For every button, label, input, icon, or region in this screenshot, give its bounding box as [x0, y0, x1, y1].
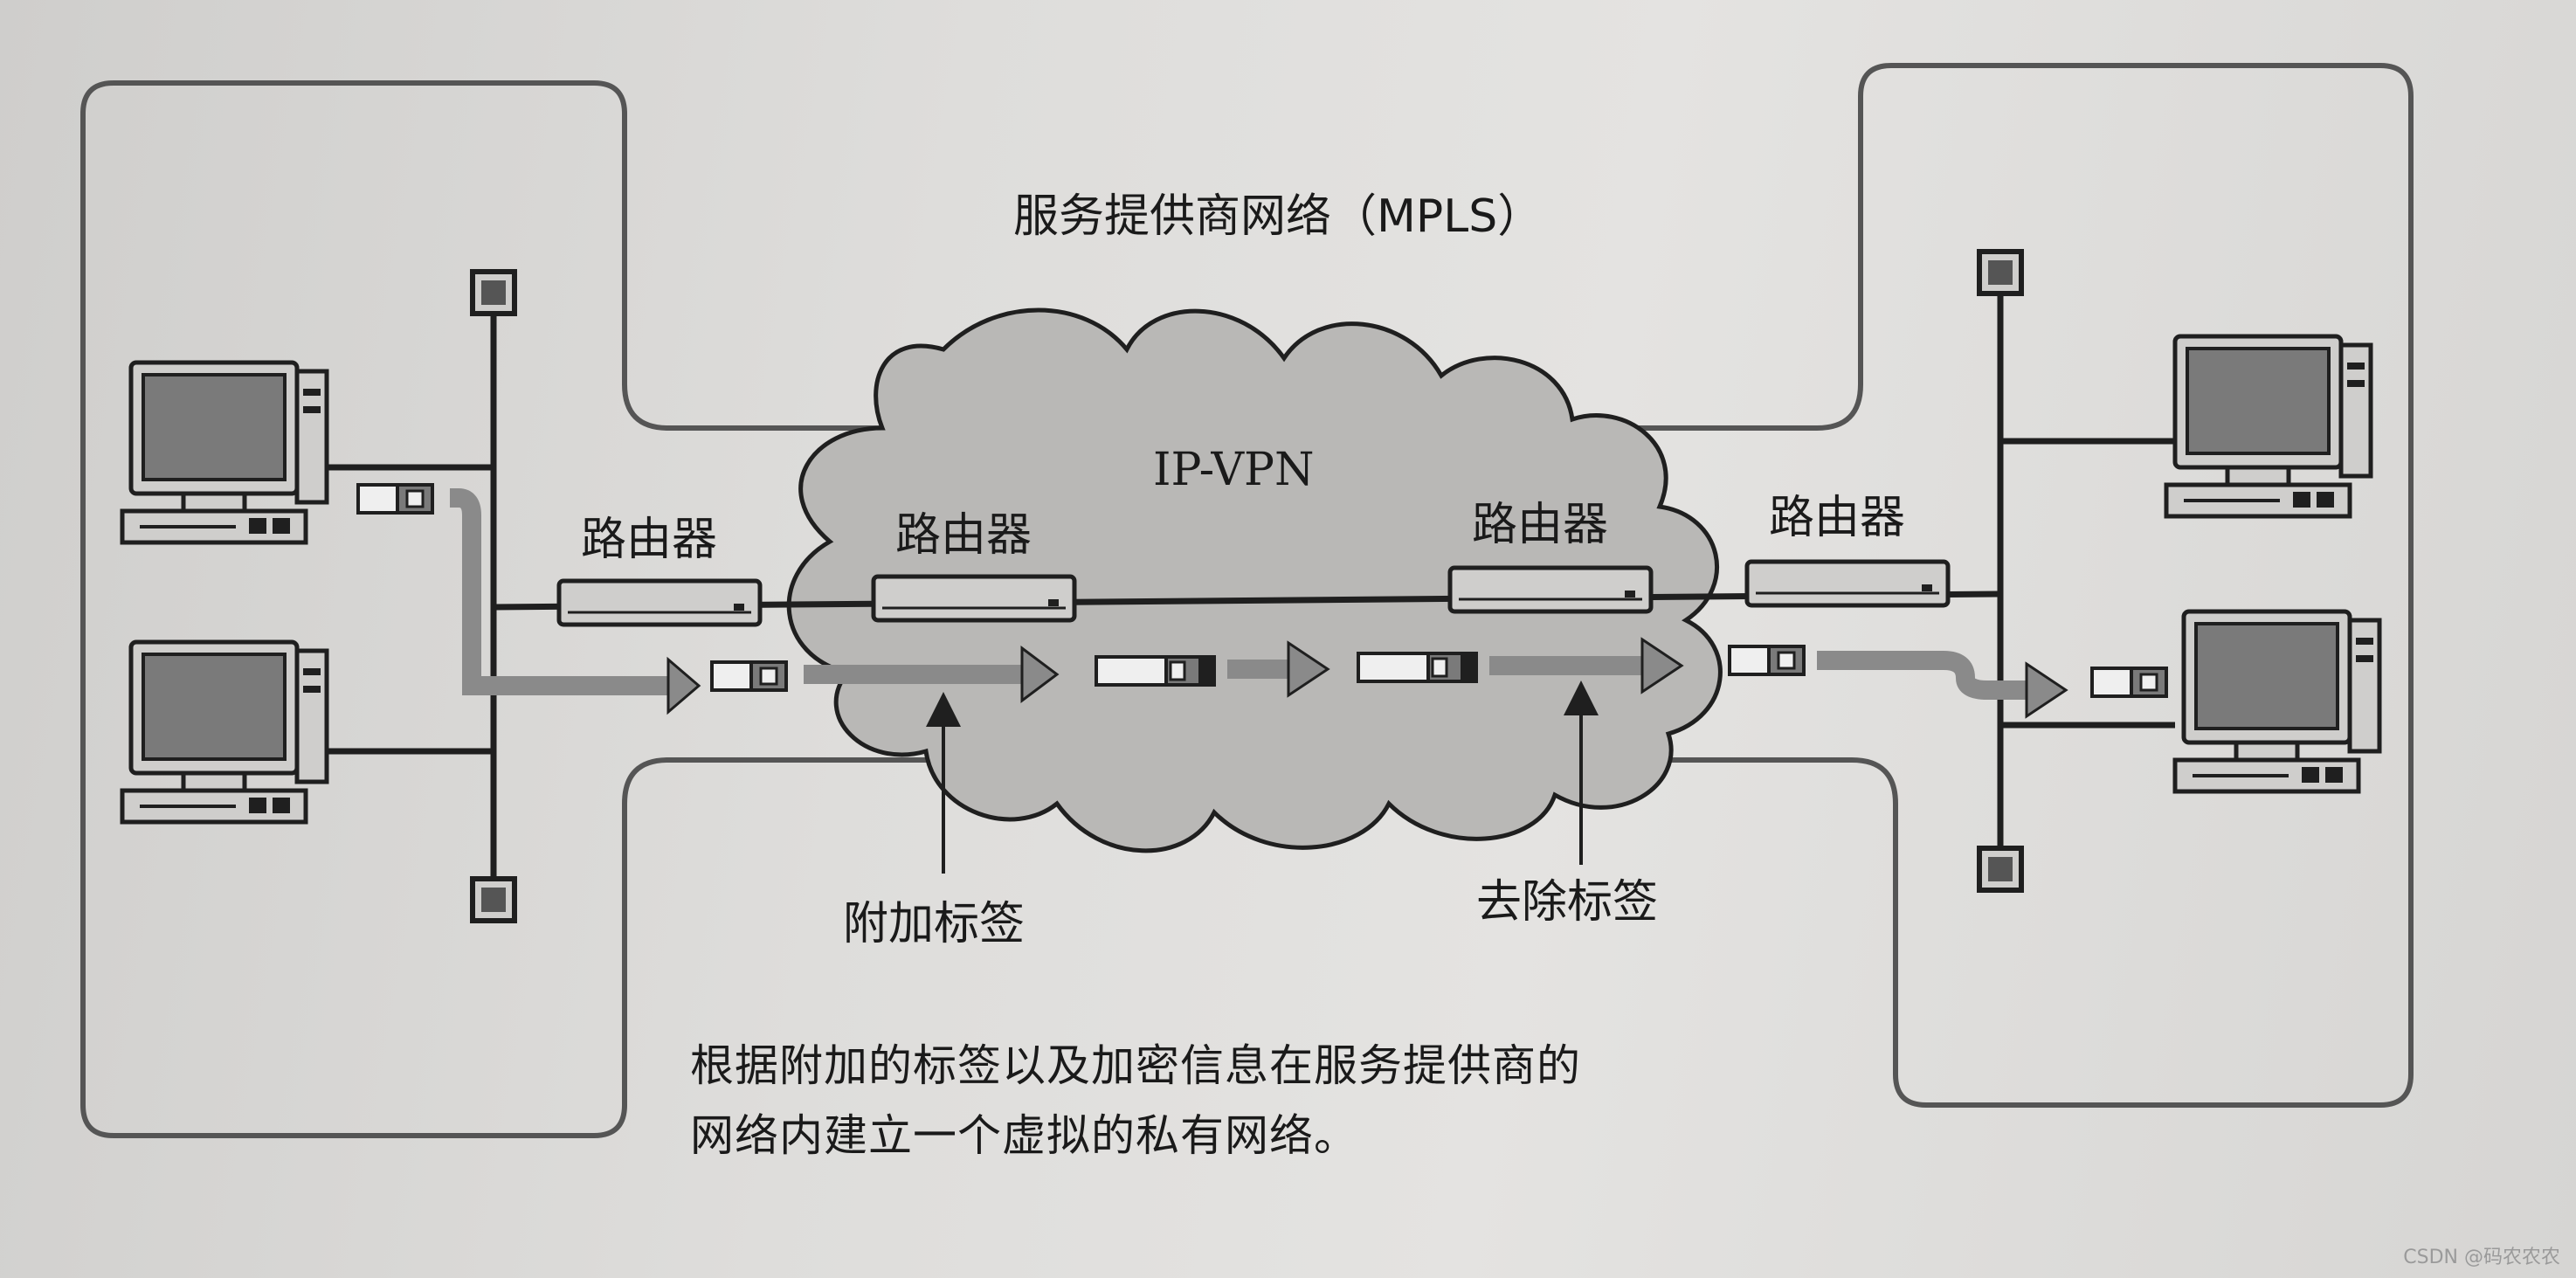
right-computer-bottom [2175, 611, 2379, 791]
router-4 [1747, 562, 1948, 605]
router-1-label: 路由器 [581, 514, 717, 566]
packet-after-label [1728, 645, 1806, 676]
packet-flow-arrow-4 [1640, 637, 1684, 694]
router-1 [559, 581, 760, 625]
left-computer-top [122, 363, 327, 542]
packet-flow-end [1817, 651, 2035, 700]
left-computer-bottom [122, 642, 327, 822]
packet-before-label [710, 660, 788, 692]
packet-flow-arrow-1 [666, 656, 701, 715]
watermark: CSDN @码农农农 [2403, 1247, 2560, 1268]
left-terminator-top [473, 272, 515, 314]
provider-network-label: 服务提供商网络（MPLS） [1013, 190, 1543, 243]
router-2 [874, 577, 1074, 620]
attach-label: 附加标签 [843, 898, 1025, 950]
router-4-label: 路由器 [1769, 492, 1905, 544]
packet-flow-arrow-5 [2025, 661, 2068, 719]
caption-line-1: 根据附加的标签以及加密信息在服务提供商的 [690, 1040, 1581, 1091]
left-terminator-bottom [473, 879, 515, 921]
right-terminator-bottom [1979, 848, 2021, 890]
packet-destination [2090, 667, 2168, 698]
labeled-packet-2 [1357, 652, 1478, 683]
vpn-label: IP-VPN [1153, 444, 1315, 496]
diagram-caption: 根据附加的标签以及加密信息在服务提供商的 网络内建立一个虚拟的私有网络。 [690, 1031, 1896, 1171]
packet-flow-start [450, 488, 673, 695]
router-3-label: 路由器 [1472, 499, 1608, 551]
packet-source [356, 483, 434, 515]
caption-line-2: 网络内建立一个虚拟的私有网络。 [690, 1110, 1358, 1161]
vpn-cloud [786, 307, 1723, 853]
provider-network-frame [80, 63, 2414, 1138]
packet-flow-arrow-3 [1287, 640, 1330, 698]
remove-label: 去除标签 [1476, 876, 1658, 929]
right-computer-top [2166, 336, 2371, 516]
packet-flow-arrow-2 [1020, 646, 1060, 703]
right-terminator-top [1979, 252, 2021, 294]
router-2-label: 路由器 [895, 509, 1032, 562]
labeled-packet-1 [1095, 655, 1216, 687]
router-3 [1450, 568, 1651, 611]
